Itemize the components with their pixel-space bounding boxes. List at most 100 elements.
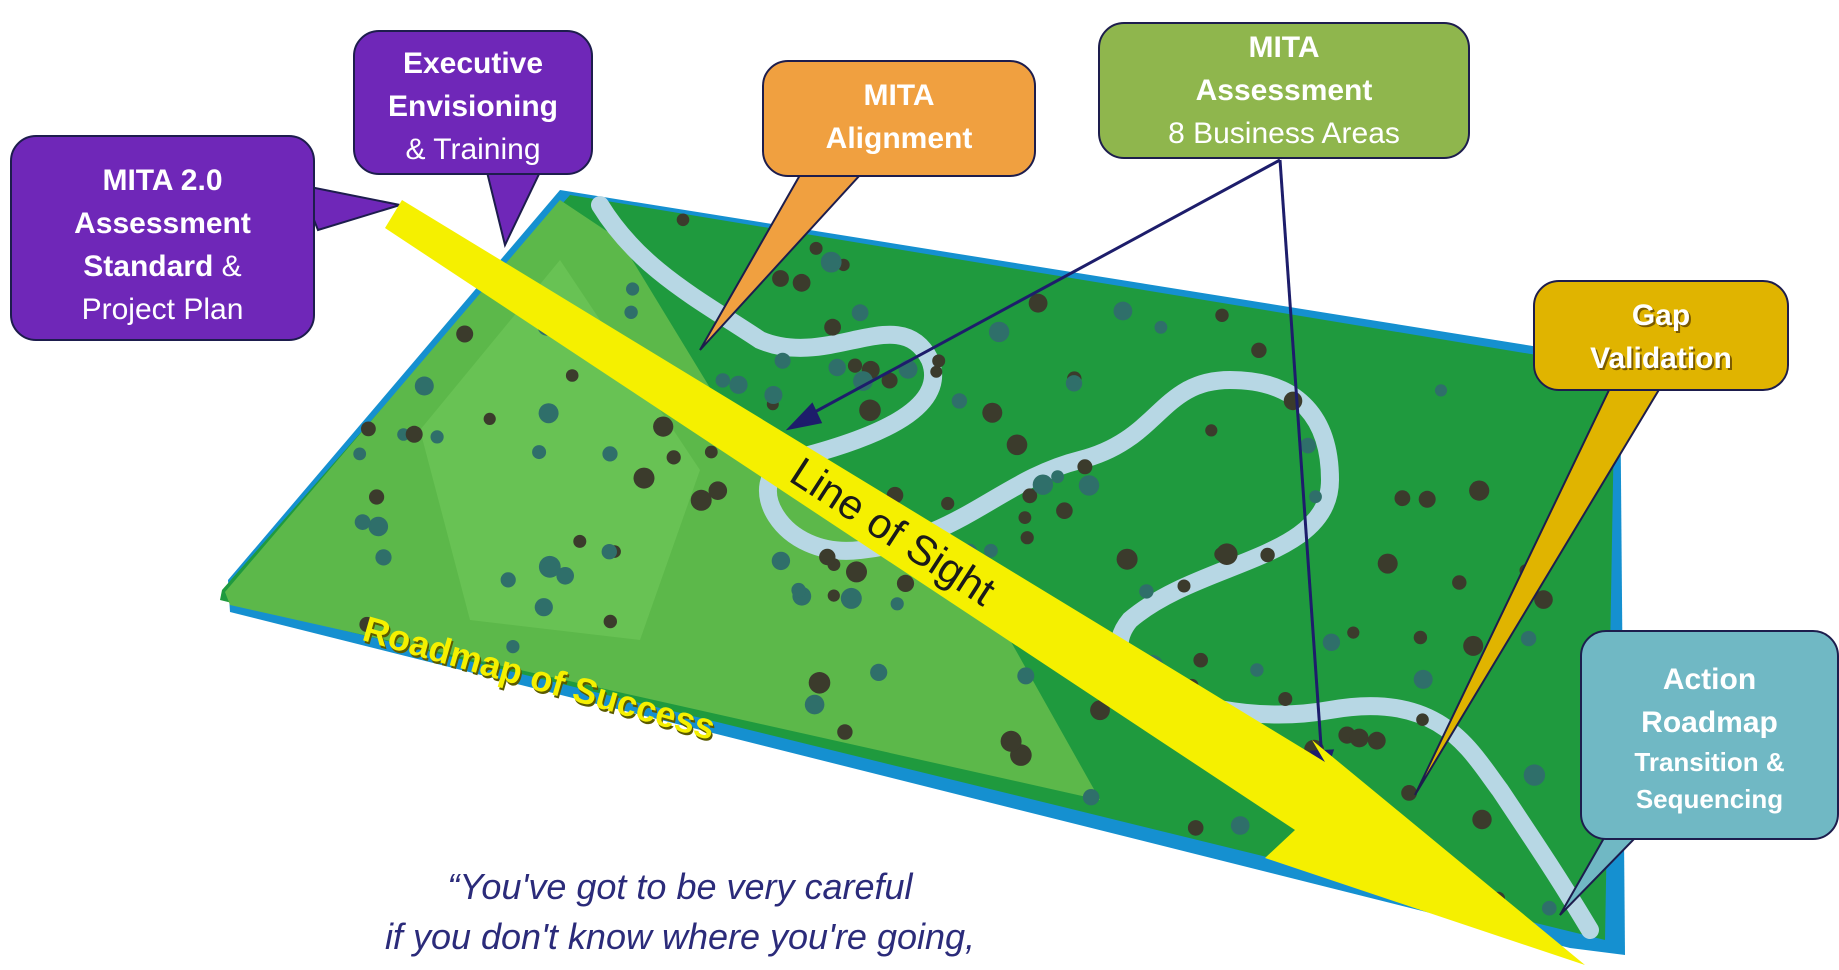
tree: [1032, 474, 1054, 495]
tree: [853, 371, 873, 391]
tree: [1300, 437, 1316, 454]
callout-mita20-line1: MITA 2.0: [102, 164, 223, 197]
tree: [715, 373, 730, 388]
callout-mita-alignment: MITA Alignment: [762, 60, 1036, 177]
tree: [534, 598, 553, 617]
tree: [1542, 900, 1557, 916]
tree: [626, 282, 640, 296]
tree: [1020, 531, 1034, 545]
callout-executive-line1: Executive: [402, 47, 544, 80]
tree: [1077, 459, 1093, 475]
tree: [690, 489, 712, 511]
tree: [982, 402, 1003, 423]
tree: [369, 489, 385, 505]
tree: [602, 446, 618, 462]
tree: [1401, 785, 1417, 801]
callout-assessment-line2: Assessment: [1195, 74, 1373, 107]
tree: [676, 213, 690, 227]
callout-mita20-line3-rest: &: [213, 250, 242, 283]
tree: [896, 574, 915, 593]
callout-action-line3: Transition &: [1634, 747, 1785, 777]
tree: [430, 430, 444, 444]
callout-mita20-assessment: MITA 2.0 Assessment Standard & Project P…: [10, 135, 315, 341]
tree: [804, 694, 825, 715]
tree: [819, 548, 836, 566]
tree: [1028, 293, 1048, 313]
tree: [1082, 789, 1100, 806]
tree: [1283, 391, 1303, 411]
tree: [1018, 511, 1032, 524]
tree: [1251, 342, 1267, 358]
tree: [1090, 700, 1110, 721]
callout-gap-line2: Validation: [1590, 342, 1732, 375]
tree: [827, 589, 840, 602]
tree: [483, 412, 496, 425]
tree: [1078, 475, 1100, 496]
tree: [506, 640, 520, 654]
tree: [653, 416, 674, 437]
tree: [1205, 424, 1218, 437]
tree: [708, 481, 728, 501]
tree: [1520, 630, 1537, 647]
tree: [824, 318, 841, 336]
tree: [1463, 635, 1484, 656]
tree: [1187, 820, 1204, 836]
quote: “You've got to be very careful if you do…: [300, 862, 1060, 962]
tree: [1309, 490, 1322, 504]
tree: [1177, 579, 1191, 593]
tree: [368, 516, 389, 537]
tree: [666, 450, 681, 465]
tree: [1416, 713, 1429, 726]
callout-executive-line3: & Training: [405, 133, 541, 166]
tree: [1469, 480, 1490, 501]
callout-mita20-line3: Standard: [83, 250, 214, 283]
callout-assessment-line1: MITA: [1248, 31, 1320, 64]
tree: [792, 273, 811, 292]
callout-gap-validation: Gap Validation: [1533, 280, 1789, 391]
tree: [870, 663, 888, 682]
tree: [1139, 584, 1154, 599]
tree: [791, 582, 806, 598]
tree: [847, 358, 863, 373]
river: [591, 196, 1599, 939]
tree: [359, 616, 375, 633]
tree: [1051, 470, 1064, 484]
tree: [951, 393, 968, 409]
tree: [828, 358, 846, 377]
tree: [353, 447, 367, 461]
callout-action-line4: Sequencing: [1635, 784, 1784, 814]
callout-alignment-line2: Alignment: [825, 122, 973, 155]
tree: [1278, 692, 1293, 706]
tree: [354, 514, 371, 530]
tree: [1006, 434, 1028, 456]
tree: [1230, 816, 1250, 835]
callout-assessment-line3: 8 Business Areas: [1168, 117, 1400, 150]
tree: [1065, 375, 1083, 392]
tree: [1418, 490, 1436, 508]
callout-tail-mita20: [298, 183, 401, 232]
tree: [633, 467, 655, 489]
tree: [851, 304, 869, 322]
tree: [774, 352, 791, 369]
tree: [1523, 764, 1546, 786]
tree: [1216, 543, 1238, 565]
callout-executive-line2: Envisioning: [387, 90, 558, 123]
tree: [1056, 502, 1073, 519]
tree: [1116, 548, 1138, 570]
tree: [772, 270, 789, 287]
tree: [1534, 590, 1553, 609]
tree: [1472, 809, 1492, 830]
callout-alignment-line1: MITA: [863, 79, 935, 112]
tree: [1377, 553, 1398, 574]
tree: [1193, 652, 1208, 668]
tree: [532, 445, 547, 460]
tree: [1154, 320, 1168, 334]
tree: [1017, 667, 1035, 685]
tree: [361, 421, 376, 437]
hill-area-2: [420, 260, 700, 640]
tree: [984, 543, 998, 558]
quote-line1: “You've got to be very careful: [447, 866, 913, 907]
tree: [1322, 633, 1341, 651]
tree: [881, 372, 898, 389]
callout-gap-line1: Gap: [1631, 299, 1691, 332]
